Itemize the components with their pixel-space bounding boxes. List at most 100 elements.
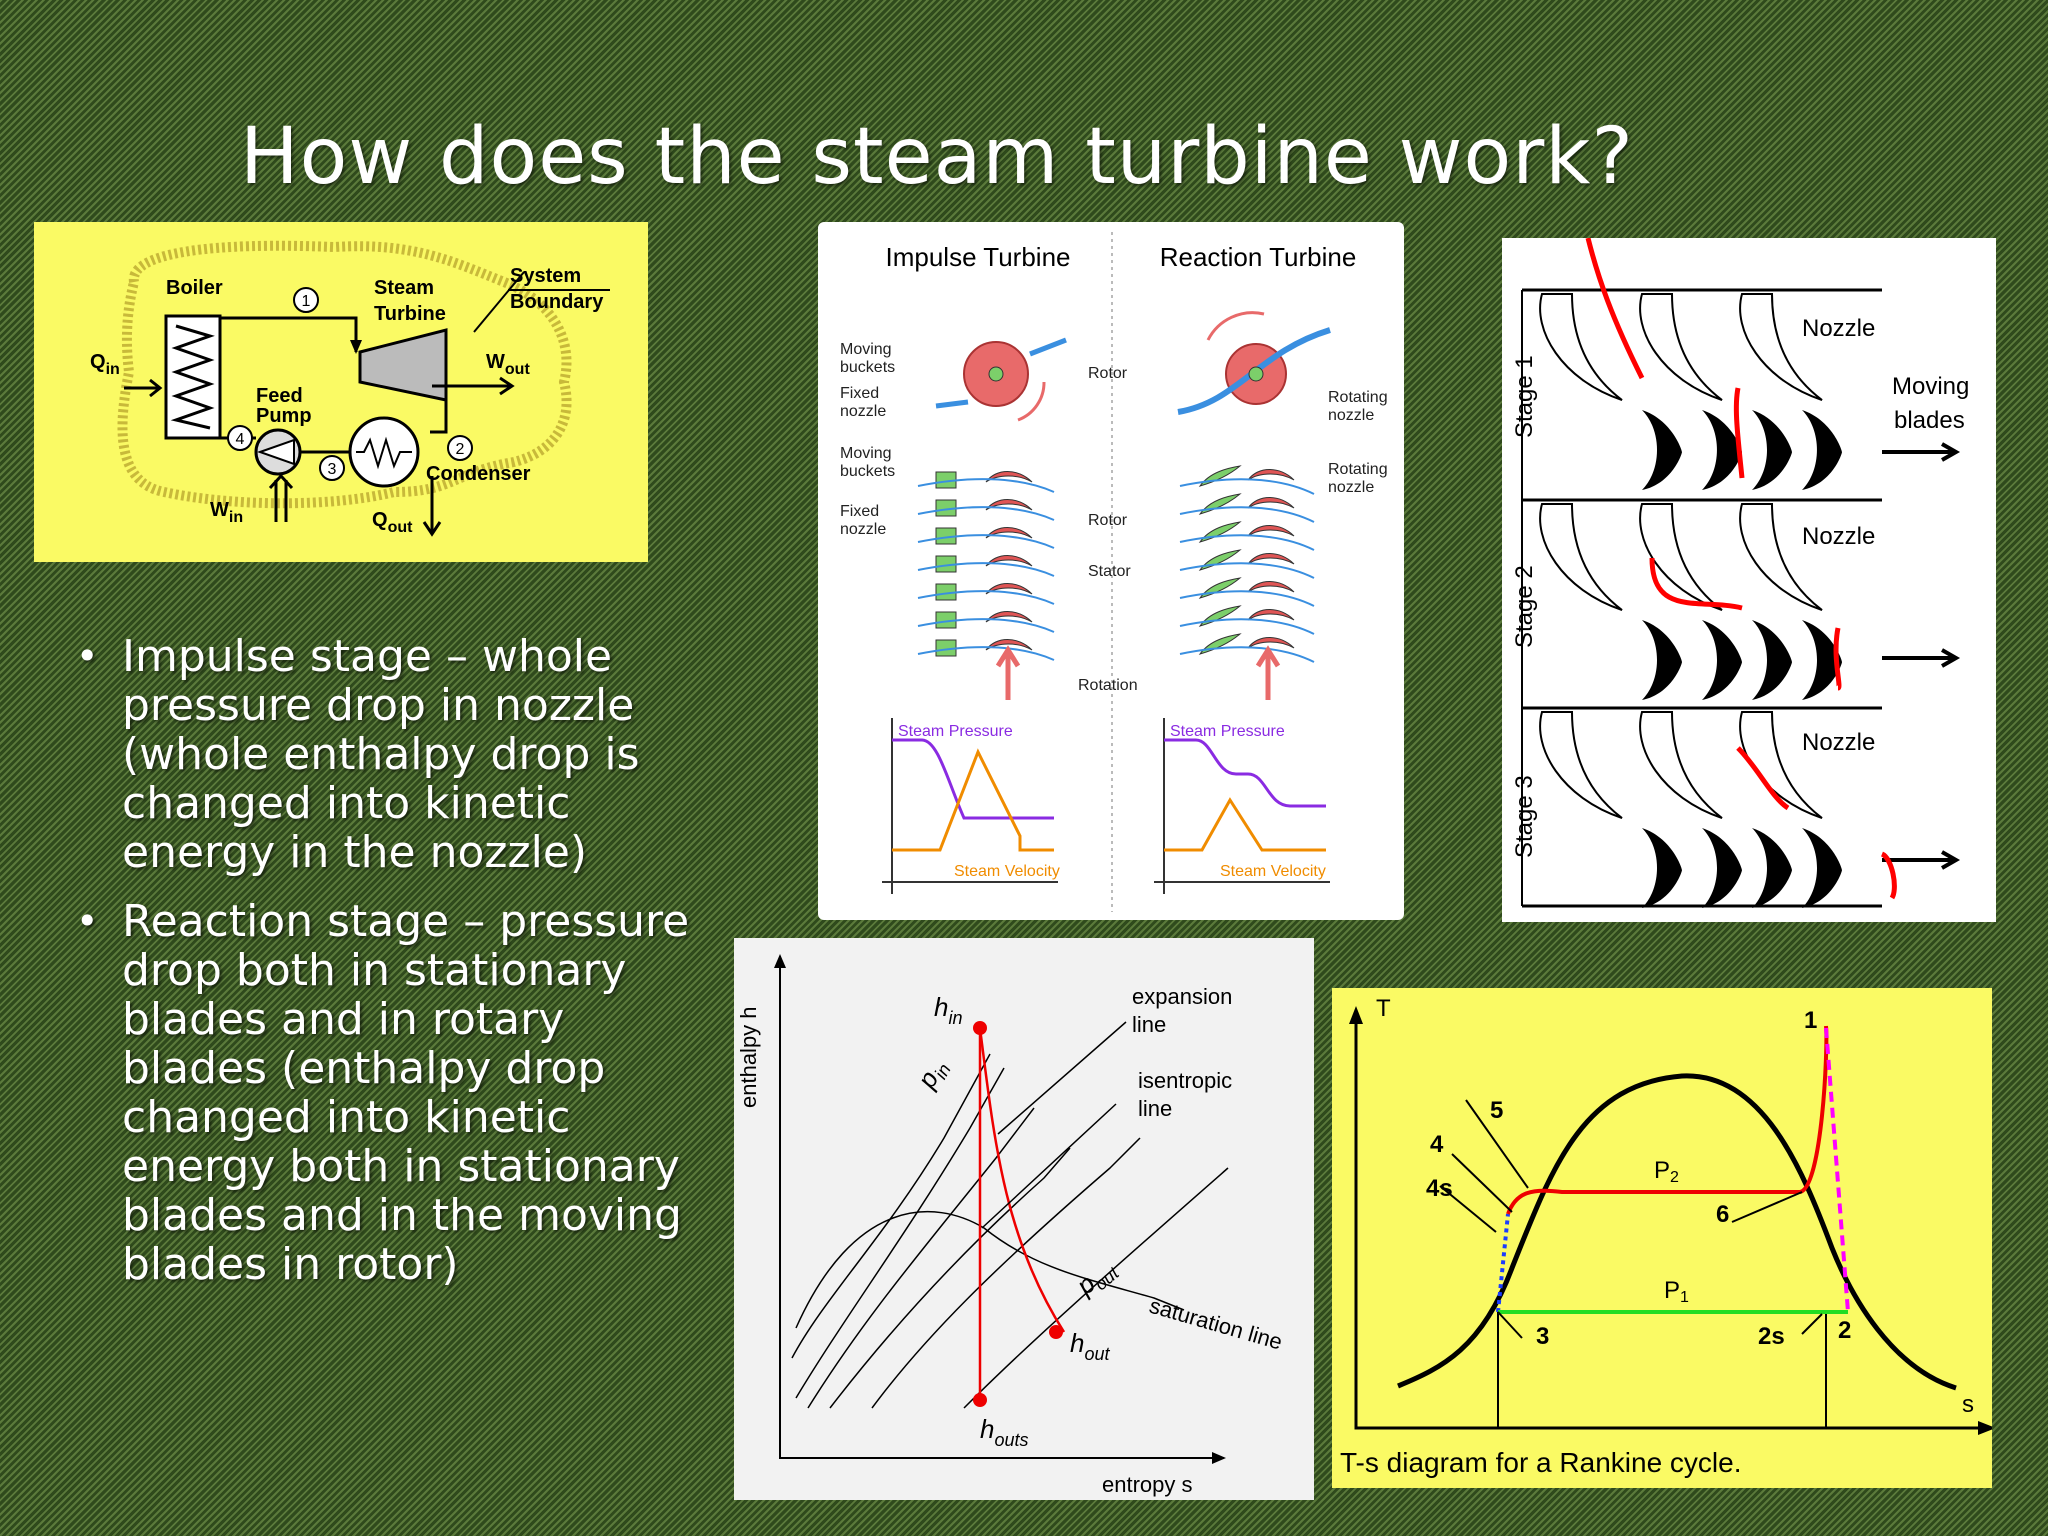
moving-blade [1702, 410, 1742, 490]
state-4: 4 [1430, 1131, 1444, 1158]
feed-label: Feed [256, 385, 303, 407]
nozzle-label-1: nozzle [840, 403, 886, 420]
state-6: 6 [1716, 1201, 1729, 1228]
moving-bucket-blade [985, 499, 1033, 511]
stator-blade [1198, 577, 1242, 599]
moving-blade [1642, 828, 1682, 908]
flow-line [917, 590, 1055, 605]
flow-line [1179, 562, 1315, 579]
moving-blade [1702, 828, 1742, 908]
w-in-label: Win [210, 499, 243, 526]
rotating-label-1: Rotating [1328, 389, 1388, 406]
bullet-impulse: •Impulse stage – whole pressure drop in … [70, 632, 710, 877]
nozzle-blade [1739, 503, 1823, 611]
flow-line [917, 506, 1055, 521]
hs-diagram: enthalpy h entropy s expansion line isen… [736, 954, 1285, 1497]
flow-line [1179, 534, 1315, 551]
rankine-schematic: Boiler Steam Turbine System Boundary Fee… [90, 240, 610, 537]
rotor-label-2: Rotor [1088, 512, 1128, 529]
blade-rows [917, 465, 1315, 663]
moving-blade [1752, 828, 1792, 908]
moving-bucket-blade [985, 555, 1033, 567]
blades-label: blades [1894, 407, 1965, 434]
moving-blade [1642, 410, 1682, 490]
condenser-label: Condenser [426, 463, 531, 485]
rotating-nozzle-blade [1247, 525, 1295, 537]
node-3: 3 [328, 461, 337, 478]
rotating-nozzle-blade [1247, 637, 1295, 649]
nozzle-label-3: nozzle [1328, 407, 1374, 424]
flow-line [1179, 618, 1315, 635]
nozzle-label-2: nozzle [840, 521, 886, 538]
nozzle-blade [1739, 293, 1823, 401]
state-5: 5 [1490, 1097, 1503, 1124]
turbine-shape [358, 328, 448, 402]
steam-velocity-label-1: Steam Velocity [954, 863, 1060, 880]
flow-line [1179, 590, 1315, 607]
impulse-rotor-icon [935, 337, 1067, 422]
moving-blade [1752, 410, 1792, 490]
state-2s: 2s [1758, 1323, 1785, 1350]
moving-blade [1752, 620, 1792, 700]
stator-label: Stator [1088, 563, 1131, 580]
moving-blade [1702, 620, 1742, 700]
nozzle-label-s2: Nozzle [1802, 523, 1875, 550]
stator-blade [1198, 521, 1242, 543]
moving-bucket-blade [985, 471, 1033, 483]
stage1-label: Stage 1 [1511, 355, 1538, 438]
stator-blade [1198, 465, 1242, 487]
flow-line [1179, 646, 1315, 663]
ts-caption: T-s diagram for a Rankine cycle. [1340, 1447, 1742, 1478]
nozzle-blade [1539, 293, 1623, 401]
nozzle-label-s3: Nozzle [1802, 729, 1875, 756]
node-2: 2 [456, 441, 465, 458]
s-axis-label: s [1962, 1391, 1974, 1418]
rotating-nozzle-blade [1247, 581, 1295, 593]
steam-label: Steam [374, 277, 434, 299]
bullet-dot-icon: • [76, 634, 99, 678]
bullet-reaction: •Reaction stage – pressure drop both in … [70, 897, 710, 1289]
moving-label-1: Moving [840, 341, 892, 358]
p-in-label: pin [911, 1053, 955, 1096]
moving-bucket-blade [985, 639, 1033, 651]
moving-bucket-blade [985, 527, 1033, 539]
node-1: 1 [302, 293, 311, 310]
nozzle-blade [1739, 711, 1823, 819]
stator-blade [1198, 549, 1242, 571]
moving-bucket-blade [985, 611, 1033, 623]
flow-line [917, 618, 1055, 633]
stages-diagram: Nozzle Nozzle Nozzle Moving blades Stage… [1511, 238, 1969, 908]
isentropic-line-label: line [1138, 1096, 1172, 1121]
system-label: System [510, 265, 581, 287]
bullet-text: Reaction stage – pressure drop both in s… [122, 896, 690, 1290]
expansion-line-label: line [1132, 1012, 1166, 1037]
nozzle-blade [1639, 503, 1723, 611]
reaction-mini-chart: Steam Pressure Steam Velocity [1154, 718, 1330, 894]
buckets-label-1: buckets [840, 359, 895, 376]
turbine-comparison: Impulse Turbine Reaction Turbine Moving … [840, 232, 1388, 912]
buckets-label-2: buckets [840, 463, 895, 480]
pump-label: Pump [256, 405, 312, 427]
moving-blade [1642, 620, 1682, 700]
fixed-label-2: Fixed [840, 503, 879, 520]
flow-line [917, 534, 1055, 549]
nozzle-blade [1539, 503, 1623, 611]
entropy-axis-label: entropy s [1102, 1472, 1193, 1497]
q-out-label: Qout [372, 509, 413, 536]
ts-diagram-panel: T s 1 2 2s 3 4 4s 5 6 P2 P1 T-s diagram … [1332, 988, 1992, 1488]
state-4s: 4s [1426, 1175, 1453, 1202]
flow-line [1179, 478, 1315, 495]
impulse-mini-chart: Steam Pressure Steam Velocity [882, 718, 1060, 894]
stator-blade [1198, 633, 1242, 655]
isentropic-label: isentropic [1138, 1068, 1232, 1093]
stage3-label: Stage 3 [1511, 775, 1538, 858]
moving-label-2: Moving [840, 445, 892, 462]
impulse-title: Impulse Turbine [886, 242, 1071, 272]
stages-panel: Nozzle Nozzle Nozzle Moving blades Stage… [1502, 238, 1996, 922]
state-2: 2 [1838, 1317, 1851, 1344]
state-1: 1 [1804, 1007, 1817, 1034]
q-in-label: Qin [90, 351, 120, 378]
stator-blade [1198, 605, 1242, 627]
fixed-label-1: Fixed [840, 385, 879, 402]
rotating-nozzle-blade [1247, 553, 1295, 565]
